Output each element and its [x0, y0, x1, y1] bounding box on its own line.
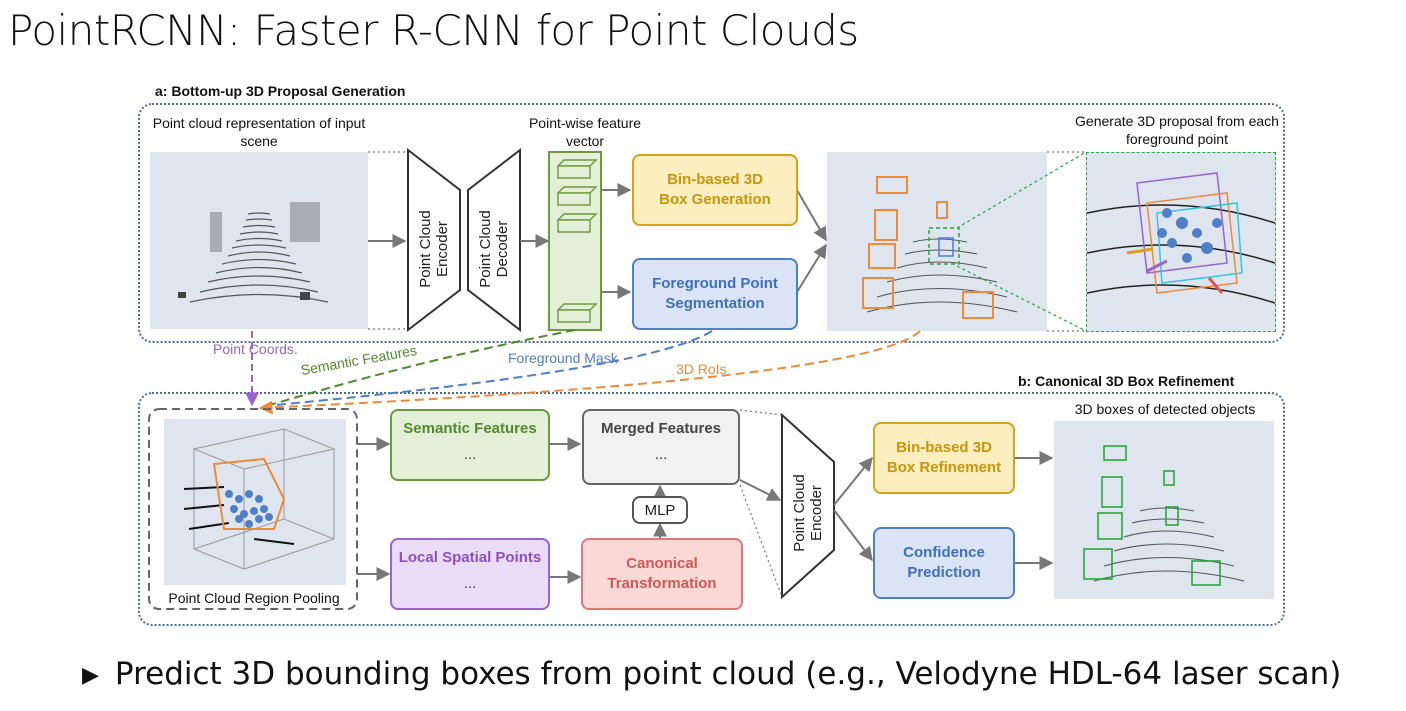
- mlp-block: MLP: [632, 496, 688, 524]
- proposal-scene-image: [827, 152, 1047, 331]
- canonical-transformation-block: Canonical Transformation: [581, 538, 743, 610]
- stage-b-label: b: Canonical 3D Box Refinement: [1018, 373, 1235, 389]
- box-generation-block: Bin-based 3D Box Generation: [632, 154, 798, 226]
- bullet-text: Predict 3D bounding boxes from point clo…: [114, 656, 1342, 692]
- region-pooling-caption: Point Cloud Region Pooling: [168, 590, 340, 606]
- detected-objects-caption: 3D boxes of detected objects: [1074, 401, 1256, 417]
- local-spatial-points-label: Local Spatial Points: [398, 549, 542, 566]
- region-pooling-frame: [148, 408, 358, 610]
- input-scene-caption: Point cloud representation of input scen…: [152, 115, 366, 149]
- bullet-point: ▶ Predict 3D bounding boxes from point cl…: [82, 656, 1341, 692]
- local-spatial-points-block: Local Spatial Points ...: [390, 538, 550, 610]
- merged-features-block: Merged Features ...: [582, 409, 740, 485]
- confidence-prediction-block: Confidence Prediction: [873, 527, 1015, 599]
- point-coords-label: Point Coords.: [213, 341, 298, 357]
- decoder-label: Point Cloud Decoder: [477, 210, 511, 288]
- segmentation-block: Foreground Point Segmentation: [632, 258, 798, 330]
- rois-label: 3D RoIs: [676, 361, 727, 377]
- stage-a-panel: [138, 103, 1285, 343]
- bullet-arrow-icon: ▶: [82, 663, 99, 688]
- semantic-features-block-label: Semantic Features: [403, 420, 537, 437]
- proposal-zoom-image: [1086, 152, 1276, 332]
- point-wise-feature-caption: Point-wise feature vector: [528, 115, 642, 149]
- stage-b-encoder-label: Point Cloud Encoder: [791, 474, 825, 552]
- stage-b-encoder-shape: [781, 412, 835, 600]
- semantic-features-block: Semantic Features ...: [390, 409, 550, 481]
- merged-features-label: Merged Features: [600, 420, 722, 437]
- encoder-label: Point Cloud Encoder: [417, 210, 451, 288]
- slide-title: PointRCNN: Faster R-CNN for Point Clouds: [8, 6, 859, 55]
- encoder-shape: [407, 147, 461, 333]
- proposal-caption: Generate 3D proposal from each foregroun…: [1075, 113, 1279, 147]
- input-point-cloud-image: [150, 152, 368, 329]
- foreground-mask-label: Foreground Mask: [508, 350, 618, 366]
- merged-features-ellipsis: ...: [654, 446, 668, 463]
- decoder-shape: [467, 147, 521, 333]
- stage-b-panel: [138, 392, 1285, 626]
- detected-objects-image: [1054, 421, 1274, 599]
- local-spatial-points-ellipsis: ...: [463, 575, 477, 592]
- region-pooling-image: [164, 419, 346, 585]
- box-refinement-block: Bin-based 3D Box Refinement: [873, 422, 1015, 494]
- stage-a-label: a: Bottom-up 3D Proposal Generation: [155, 83, 406, 99]
- semantic-features-ellipsis: ...: [463, 446, 477, 463]
